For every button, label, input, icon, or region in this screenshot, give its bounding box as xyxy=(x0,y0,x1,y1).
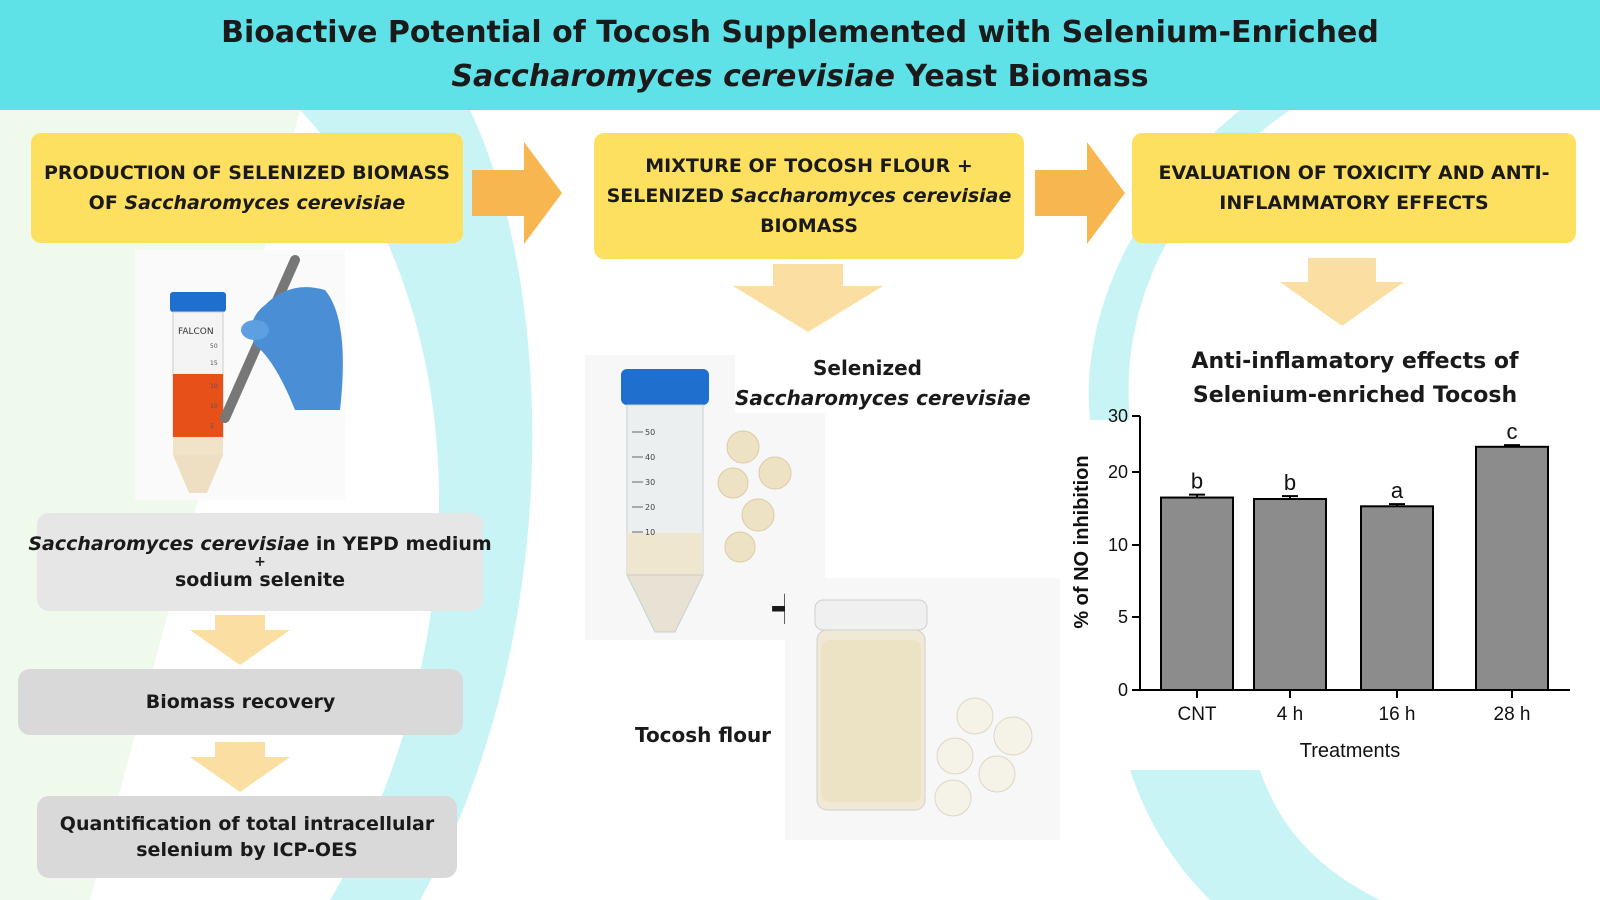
arrow-right-2 xyxy=(1035,142,1125,244)
tocosh-flour-jar-photo xyxy=(785,578,1060,840)
significance-letter: b xyxy=(1191,469,1203,494)
significance-letter: c xyxy=(1507,419,1518,444)
chart-title-card xyxy=(1150,338,1550,414)
medium-box: Saccharomyces cerevisiae in YEPD medium … xyxy=(28,513,492,611)
y-tick-label: 20 xyxy=(1108,462,1128,482)
chart-title-line-1: Anti-inflamatory effects of xyxy=(1191,349,1519,374)
medium-line: Saccharomyces cerevisiae in YEPD medium xyxy=(28,533,492,555)
bar xyxy=(1360,505,1434,691)
tube-brand: FALCON xyxy=(178,327,214,337)
tube-mark: 50 xyxy=(210,343,218,350)
step-2-line-3: BIOMASS xyxy=(760,215,858,237)
tube-mark: 5 xyxy=(210,423,214,430)
quant-line-1: Quantification of total intracellular xyxy=(59,813,435,835)
selenized-label-line-1: Selenized xyxy=(812,356,922,380)
middle-tube-mark: 50 xyxy=(645,428,655,437)
selenized-label-line-2: Saccharomyces cerevisiae xyxy=(735,386,1031,410)
tube-mark: 10 xyxy=(210,383,218,390)
x-tick-label: 28 h xyxy=(1494,704,1531,725)
arrow-down-2 xyxy=(190,742,290,792)
falcon-tube-pipette-photo: FALCON 50 15 10 10 5 xyxy=(135,250,345,500)
middle-tube-mark: 30 xyxy=(645,478,655,487)
chart-title-line-2: Selenium-enriched Tocosh xyxy=(1192,383,1518,408)
step-1-line-1: PRODUCTION OF SELENIZED BIOMASS xyxy=(44,162,450,184)
x-tick-label: 4 h xyxy=(1277,704,1303,725)
y-tick-label: 10 xyxy=(1108,535,1128,555)
bar xyxy=(1253,498,1327,692)
step-3-line-1: EVALUATION OF TOXICITY AND ANTI- xyxy=(1158,162,1550,184)
y-axis-title: % of NO inhibition xyxy=(1071,455,1093,628)
x-axis-title: Treatments xyxy=(1300,740,1400,762)
significance-letter: a xyxy=(1391,478,1404,503)
arrow-right-1 xyxy=(472,142,562,244)
biomass-recovery-label: Biomass recovery xyxy=(145,691,336,713)
step-3-box: EVALUATION OF TOXICITY AND ANTI- INFLAMM… xyxy=(1132,133,1576,243)
medium-plus: + xyxy=(254,554,266,570)
step-1-line-2: OF Saccharomyces cerevisiae xyxy=(88,192,406,214)
middle-tube-mark: 40 xyxy=(645,453,655,462)
bar xyxy=(1475,445,1549,691)
x-tick-label: 16 h xyxy=(1379,704,1416,725)
middle-tube-mark: 20 xyxy=(645,503,655,512)
tocosh-flour-label: Tocosh flour xyxy=(622,720,784,750)
tube-mark: 10 xyxy=(210,403,218,410)
y-tick-label: 5 xyxy=(1118,607,1128,627)
bar xyxy=(1160,496,1234,691)
title-line-1: Bioactive Potential of Tocosh Supplement… xyxy=(221,15,1379,50)
arrow-down-4 xyxy=(1280,258,1404,326)
step-2-line-1: MIXTURE OF TOCOSH FLOUR + xyxy=(645,155,973,177)
tube-mark: 15 xyxy=(210,360,218,367)
selenite-line: sodium selenite xyxy=(174,569,346,591)
arrow-down-3 xyxy=(733,264,883,332)
y-tick-label: 30 xyxy=(1108,406,1128,426)
chart-title: Anti-inflamatory effects of Selenium-enr… xyxy=(1150,345,1560,413)
step-2-line-2: SELENIZED Saccharomyces cerevisiae xyxy=(606,185,1012,207)
step-2-box: MIXTURE OF TOCOSH FLOUR + SELENIZED Sacc… xyxy=(594,133,1024,259)
quant-line-2: selenium by ICP-OES xyxy=(136,839,358,861)
biomass-recovery-box: Biomass recovery xyxy=(18,669,463,735)
quantification-box: Quantification of total intracellular se… xyxy=(37,796,457,878)
y-tick-label: 0 xyxy=(1118,680,1128,700)
middle-tube-mark: 10 xyxy=(645,528,655,537)
title-line-2: Saccharomyces cerevisiae Yeast Biomass xyxy=(451,59,1149,94)
arrow-down-1 xyxy=(190,615,290,665)
step-1-box: PRODUCTION OF SELENIZED BIOMASS OF Sacch… xyxy=(31,133,463,243)
selenized-label: Selenized Saccharomyces cerevisiae xyxy=(735,353,1031,413)
title-banner: Bioactive Potential of Tocosh Supplement… xyxy=(0,0,1600,110)
x-tick-label: CNT xyxy=(1177,704,1216,725)
significance-letter: b xyxy=(1284,470,1296,495)
step-3-line-2: INFLAMMATORY EFFECTS xyxy=(1219,192,1489,214)
